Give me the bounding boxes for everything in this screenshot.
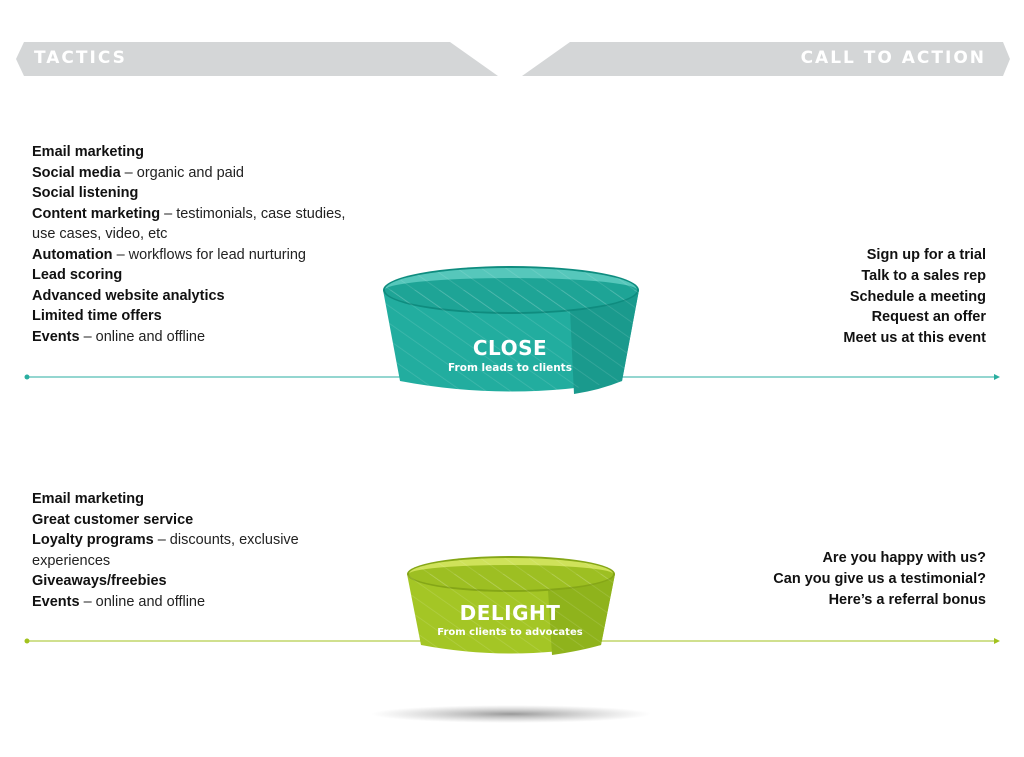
header-banners [16,42,1010,76]
cta-title: CALL TO ACTION [800,48,986,68]
tactic-item: Advanced website analytics [32,287,225,304]
tactic-item: Loyalty programs – discounts, exclusive … [32,532,299,569]
tactic-item: Email marketing [32,491,145,507]
ground-shadow [371,705,651,723]
tactic-item: Automation – workflows for lead nurturin… [32,246,306,263]
cta-item: Are you happy with us? [822,550,986,566]
tactic-item: Social listening [32,185,139,201]
close-stage-subtitle: From leads to clients [448,362,572,374]
tactic-item: Limited time offers [32,308,162,324]
cta-banner [522,42,1010,76]
tactics-banner [16,42,498,76]
cta-item: Request an offer [871,309,986,326]
tactic-item: Events – online and offline [32,328,206,345]
tactic-item: Great customer service [32,511,194,528]
delight-cta-list: Are you happy with us? Can you give us a… [686,548,986,610]
cta-item: Sign up for a trial [866,247,986,263]
cta-item: Here’s a referral bonus [828,591,986,608]
tactic-item: Lead scoring [32,267,123,283]
close-stage-label: CLOSE From leads to clients [440,336,580,374]
cta-item: Can you give us a testimonial? [773,570,986,587]
tactic-item: Social media – organic and paid [32,164,244,181]
tactics-title: TACTICS [34,48,127,68]
tactic-item: Content marketing – testimonials, case s… [32,205,346,243]
close-tactics-list: Email marketing Social media – organic a… [32,142,362,347]
close-stage-name: CLOSE [472,336,548,360]
delight-funnel [407,556,615,655]
tactic-item: Giveaways/freebies [32,573,167,589]
delight-tactics-list: Email marketing Great customer service L… [32,489,312,612]
cta-item: Meet us at this event [843,330,986,347]
close-cta-list: Sign up for a trial Talk to a sales rep … [686,245,986,349]
delight-stage-name: DELIGHT [459,601,561,625]
cta-item: Schedule a meeting [849,288,986,305]
delight-stage-subtitle: From clients to advocates [437,627,583,638]
tactic-item: Email marketing [32,144,145,160]
tactic-item: Events – online and offline [32,593,206,610]
delight-stage-label: DELIGHT From clients to advocates [430,601,590,638]
cta-item: Talk to a sales rep [861,267,986,284]
close-funnel [383,266,639,394]
